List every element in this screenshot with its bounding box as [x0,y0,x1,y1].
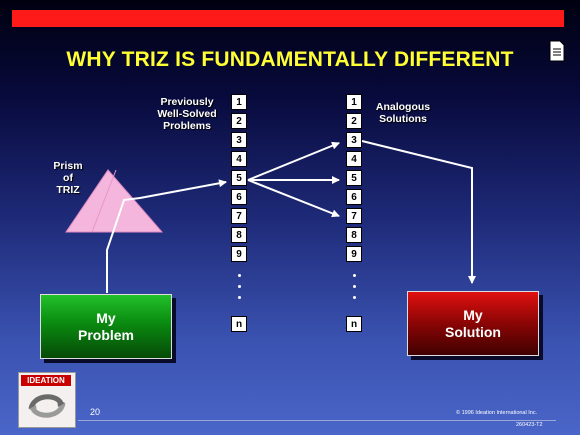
arrow-5-to-7 [247,179,340,218]
problem-item: 6 [231,189,247,205]
problem-item: 3 [231,132,247,148]
logo-text: IDEATION [21,375,71,386]
solution-item: 3 [346,132,362,148]
my-problem-line: Problem [77,326,134,343]
solution-item: 2 [346,113,362,129]
prism-edge [91,169,117,233]
problem-item: 5 [231,170,247,186]
problem-item: 1 [231,94,247,110]
ellipsis-dot [238,296,241,299]
solution-item: 1 [346,94,362,110]
top-red-bar [12,10,564,27]
page-number: 20 [90,407,101,417]
analogous-solutions-label: Analogous Solutions [375,101,431,125]
ellipsis-dot [238,274,241,277]
copyright-text: © 1996 Ideation International Inc. [456,410,538,416]
prism-label: Prism of TRIZ [53,160,83,196]
logo-swirl-icon [28,394,66,418]
solution-item: 6 [346,189,362,205]
arrow-3-to-solution [361,140,476,284]
ellipsis-dot [353,296,356,299]
problem-item-n: n [231,316,247,332]
my-problem-line: My [96,309,116,326]
my-solution-line: Solution [445,323,501,340]
problem-item: 9 [231,246,247,262]
solution-item: 9 [346,246,362,262]
solution-item: 8 [346,227,362,243]
slide-title: WHY TRIZ IS FUNDAMENTALLY DIFFERENT [66,48,514,71]
ellipsis-dot [353,285,356,288]
my-problem-box: My Problem [40,294,172,359]
problem-item: 8 [231,227,247,243]
ellipsis-dot [353,274,356,277]
solution-item: 5 [346,170,362,186]
problem-item: 7 [231,208,247,224]
ideation-logo: IDEATION [18,372,76,428]
my-solution-line: My [463,306,483,323]
previously-solved-problems-label: Previously Well-Solved Problems [157,96,217,132]
slide-code: 260423-T2 [516,422,543,428]
problem-item: 2 [231,113,247,129]
ellipsis-dot [238,285,241,288]
arrow-problem-to-prism [106,179,227,293]
solution-item: 4 [346,151,362,167]
footer-divider [78,420,556,421]
problem-item: 4 [231,151,247,167]
document-icon[interactable] [548,40,566,62]
solution-item-n: n [346,316,362,332]
arrow-5-to-3 [247,141,340,181]
my-solution-box: My Solution [407,291,539,356]
solution-item: 7 [346,208,362,224]
